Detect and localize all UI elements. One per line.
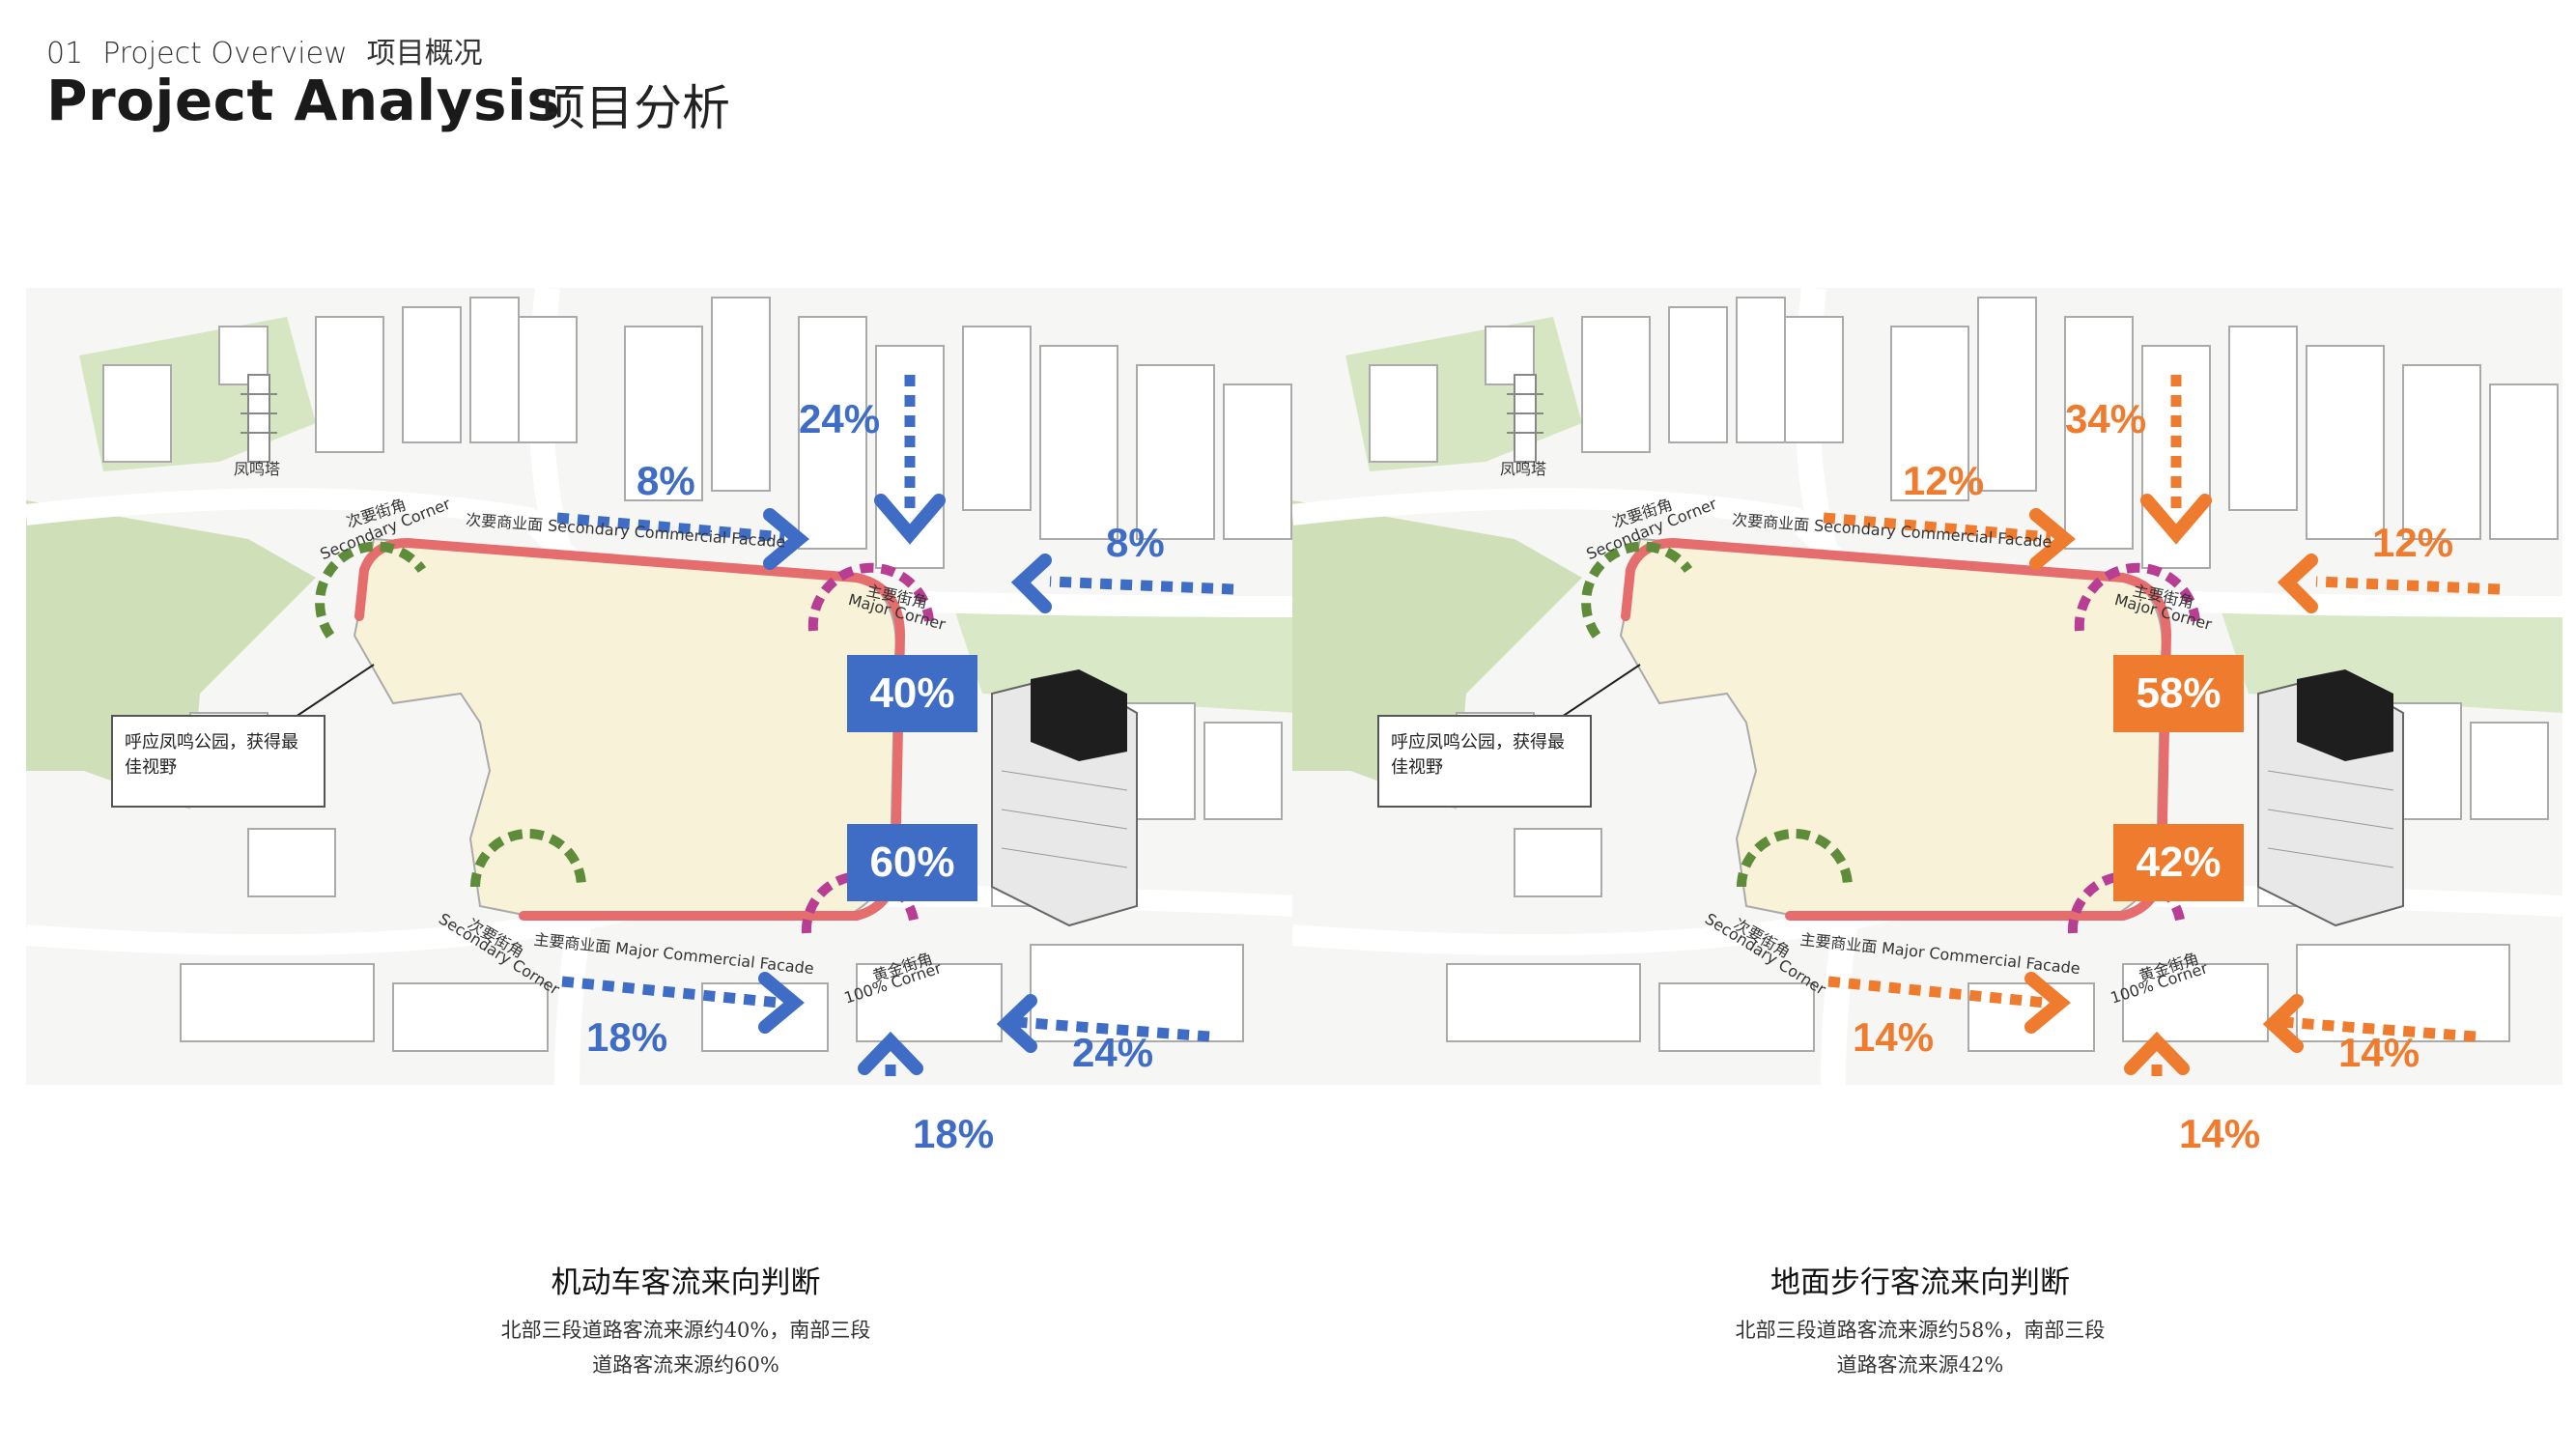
vehicle-caption-title: 机动车客流来向判断 [551,1265,821,1300]
north-share-box: 40% [847,655,977,732]
park-view-note: 呼应凤鸣公园，获得最佳视野 [1377,715,1592,808]
vehicle-caption-line2: 道路客流来源约60% [592,1353,779,1377]
vehicle-flow-diagram: 凤鸣塔 次要街角 Secondary Corner 次要商业面 Secondar… [26,288,1296,1156]
pedestrian-caption: 地面步行客流来向判断 北部三段道路客流来源约58%，南部三段 道路客流来源42% [1630,1258,2210,1382]
page-title: Project Analysis [46,68,561,133]
pedestrian-caption-desc: 北部三段道路客流来源约58%，南部三段 道路客流来源42% [1630,1313,2210,1382]
vehicle-caption: 机动车客流来向判断 北部三段道路客流来源约40%，南部三段 道路客流来源约60% [396,1258,976,1382]
pedestrian-caption-title: 地面步行客流来向判断 [1770,1265,2070,1300]
flow-top-pct: 24% [799,396,881,441]
tower-label: 凤鸣塔 [234,460,281,478]
site-map-vehicle [26,288,1296,1085]
pedestrian-caption-line1: 北部三段道路客流来源约58%，南部三段 [1735,1319,2106,1342]
section-cn: 项目概况 [366,37,483,71]
pedestrian-flow-diagram: 凤鸣塔 次要街角 Secondary Corner 次要商业面 Secondar… [1292,288,2562,1156]
flow-northeast-pct: 8% [1106,520,1165,565]
flow-top-pct: 34% [2065,396,2147,441]
section-label: 01 Project Overview 项目概况 [46,29,502,71]
park-view-note: 呼应凤鸣公园，获得最佳视野 [111,715,326,808]
section-number: 01 [46,37,84,71]
tower-label: 凤鸣塔 [1500,460,1547,478]
flow-southwest-pct: 18% [586,1014,668,1060]
page-title-cn: 项目分析 [537,80,730,136]
flow-northeast-pct: 12% [2372,520,2454,565]
south-share-box: 60% [847,824,977,901]
north-share-box: 58% [2113,655,2244,732]
site-map-pedestrian [1292,288,2562,1085]
flow-northwest-pct: 12% [1903,458,1985,503]
flow-bottom-pct: 14% [2179,1111,2261,1156]
south-share-box: 42% [2113,824,2244,901]
vehicle-caption-desc: 北部三段道路客流来源约40%，南部三段 道路客流来源约60% [396,1313,976,1382]
flow-bottom-pct: 18% [913,1111,995,1156]
vehicle-caption-line1: 北部三段道路客流来源约40%，南部三段 [500,1319,871,1342]
section-en: Project Overview [102,37,348,71]
flow-northwest-pct: 8% [637,458,695,503]
flow-southeast-pct: 24% [1072,1030,1154,1075]
flow-southeast-pct: 14% [2338,1030,2420,1075]
pedestrian-caption-line2: 道路客流来源42% [1836,1353,2004,1377]
flow-southwest-pct: 14% [1853,1014,1935,1060]
